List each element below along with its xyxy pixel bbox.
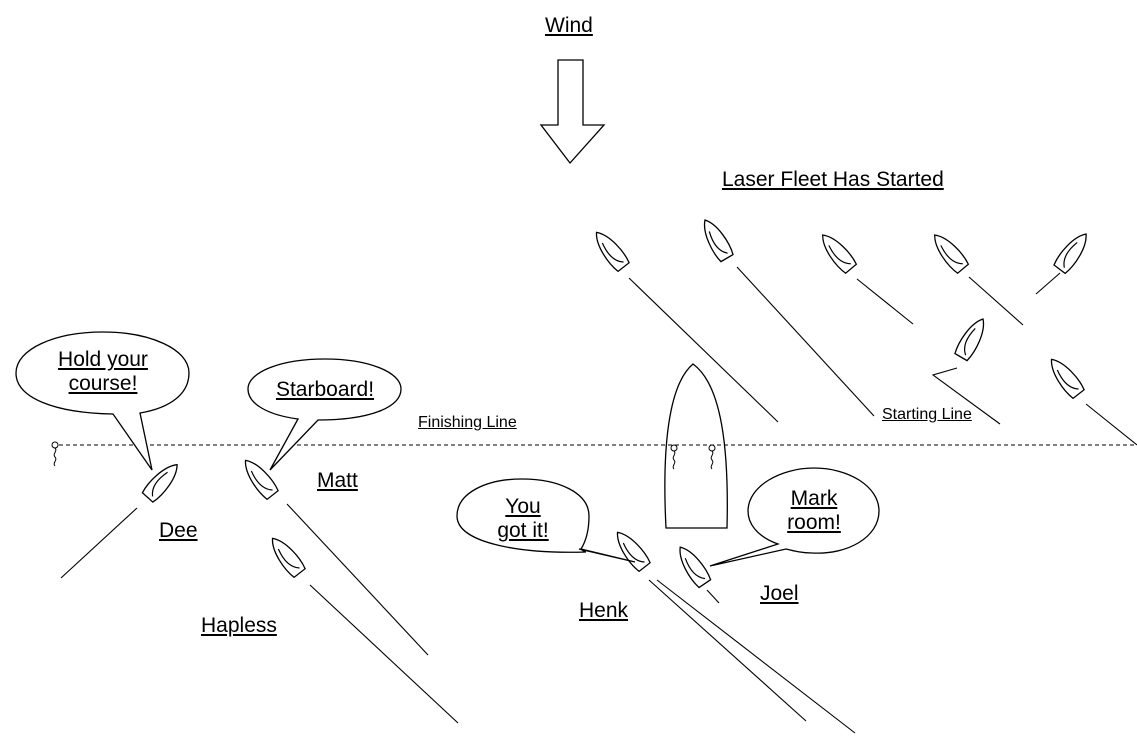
dee-boat — [140, 458, 185, 504]
joel-speech-line-2: room! — [787, 511, 841, 534]
wind-label: Wind — [545, 14, 593, 37]
wake-lines — [60, 266, 1137, 734]
matt-label: Matt — [317, 469, 358, 492]
starting-line-label: Starting Line — [882, 406, 972, 423]
laser-boat-1 — [589, 226, 631, 273]
pin-float-icon — [51, 441, 59, 467]
hapless-label: Hapless — [201, 614, 277, 637]
joel-speech-text: Mark room! — [755, 487, 873, 535]
joel-speech-bubble — [709, 467, 880, 567]
finishing-line-label: Finishing Line — [418, 414, 517, 431]
dee-speech-line-2: course! — [68, 372, 138, 395]
hapless-boat — [265, 532, 307, 579]
henk-boat — [610, 526, 652, 573]
henk-speech-line-2: got it! — [497, 519, 549, 542]
joel-label: Joel — [760, 582, 799, 605]
dee-speech-text: Hold your course! — [22, 348, 184, 396]
dee-speech-line-1: Hold your — [58, 348, 148, 371]
laser-boat-2 — [696, 215, 736, 264]
committee-float-icon-2 — [708, 444, 716, 470]
henk-speech-line-1: You — [505, 495, 541, 518]
matt-boat — [238, 454, 280, 501]
dee-speech-bubble — [15, 331, 190, 471]
committee-float-icon-1 — [670, 444, 678, 470]
henk-speech-text: You got it! — [462, 495, 584, 543]
dee-label: Dee — [159, 519, 198, 542]
committee-boat — [664, 363, 728, 529]
matt-speech-bubble — [247, 358, 402, 471]
matt-speech-text: Starboard! — [250, 378, 400, 402]
henk-label: Henk — [579, 599, 629, 622]
laser-boat-4 — [927, 228, 971, 275]
laser-boat-5 — [1052, 228, 1094, 275]
joel-speech-line-1: Mark — [790, 487, 838, 510]
laser-boat-7 — [1044, 353, 1086, 400]
matt-speech-line-1: Starboard! — [275, 378, 375, 401]
joel-boat — [672, 541, 713, 590]
henk-speech-bubble — [456, 478, 636, 563]
wind-arrow-icon — [539, 59, 606, 165]
laser-boat-3 — [815, 228, 859, 275]
laser-fleet-label: Laser Fleet Has Started — [722, 168, 944, 191]
laser-boat-6 — [952, 314, 992, 363]
